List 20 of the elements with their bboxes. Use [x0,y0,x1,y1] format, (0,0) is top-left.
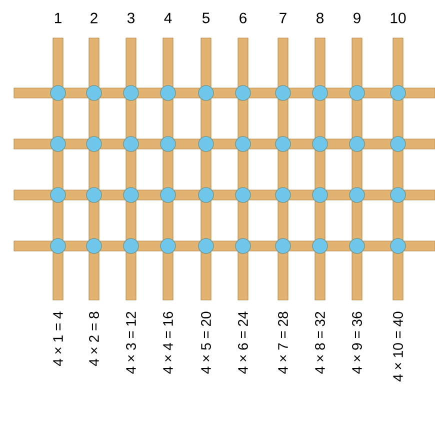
multiplication-equation: 4 × 7 = 28 [278,312,288,374]
multiplication-equation: 4 × 4 = 16 [163,312,173,374]
multiplication-equation: 4 × 3 = 12 [126,312,136,374]
column-number: 7 [280,12,286,24]
column-number: 2 [90,12,98,24]
multiplication-equation: 4 × 6 = 24 [238,312,248,374]
column-number: 9 [354,12,360,24]
multiplication-equation: 4 × 10 = 40 [393,312,403,382]
column-number: 8 [316,12,324,24]
multiplication-equation: 4 × 9 = 36 [352,312,362,374]
multiplication-equation: 4 × 8 = 32 [315,312,325,374]
column-number: 3 [127,12,134,24]
multiplication-equation: 4 × 1 = 4 [53,312,63,366]
column-number: 10 [390,12,406,24]
column-number: 1 [55,12,62,24]
column-number: 6 [240,12,246,24]
column-number: 4 [164,12,172,24]
multiplication-equation: 4 × 5 = 20 [201,312,211,374]
multiplication-equation: 4 × 2 = 8 [89,312,99,366]
column-number: 5 [202,12,210,24]
